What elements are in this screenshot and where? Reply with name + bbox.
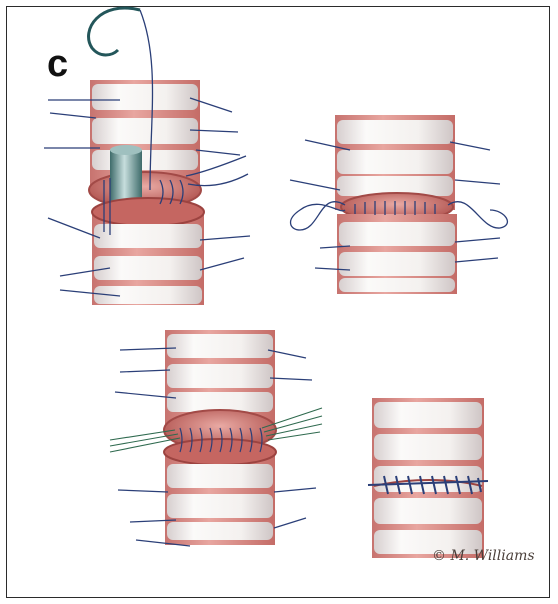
illustration-stay-sutures xyxy=(290,115,507,294)
illustration-multiple-sutures xyxy=(110,330,322,546)
illustration-completed-anastomosis xyxy=(368,398,488,558)
needle-icon xyxy=(89,8,140,55)
illustration-stented-anastomosis xyxy=(44,8,250,305)
artist-signature: © M. Williams xyxy=(432,548,535,564)
